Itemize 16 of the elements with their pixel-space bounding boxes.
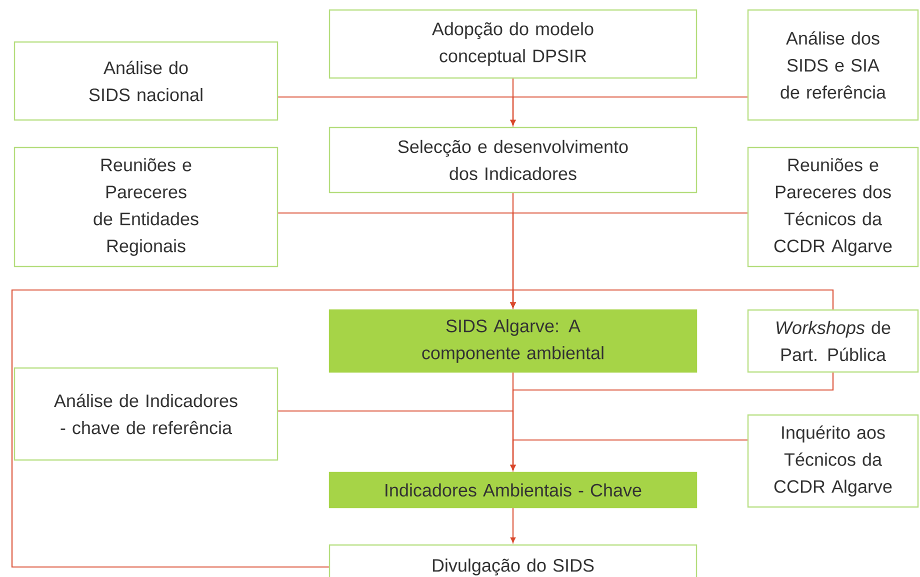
arrow [510,289,834,310]
process-box: Reuniões e Pareceres de Entidades Regionais [14,146,278,268]
process-box: Análise dos SIDS e SIA de referência [747,9,919,121]
process-box: Selecção e desenvolvimento dos Indicadores [328,126,698,194]
process-box: Adopção do modelo conceptual DPSIR [328,9,698,79]
process-box: Reuniões e Pareceres dos Técnicos da CCDR Algarve [747,146,919,268]
process-box: Análise de Indicadores - chave de referência [14,367,278,461]
arrow [510,96,748,126]
process-box: Inquérito aos Técnicos da CCDR Algarve [747,414,919,508]
arrow [510,508,516,543]
process-box: Workshops de Part. Pública [747,309,919,373]
highlighted-box: Indicadores Ambientais - Chave [328,472,698,508]
process-box: Divulgação do SIDS [328,544,698,577]
arrow [510,439,748,470]
process-box: Análise do SIDS nacional [14,41,278,121]
highlighted-box: SIDS Algarve: A componente ambiental [328,309,698,373]
